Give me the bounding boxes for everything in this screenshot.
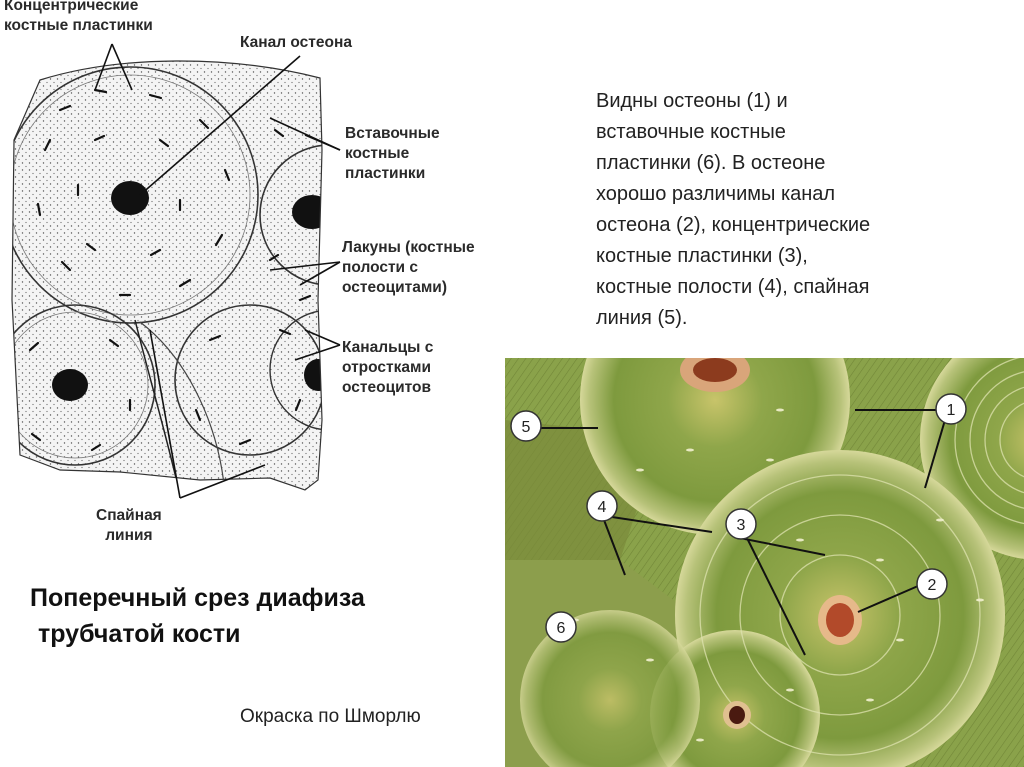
label-cement-line: Спайная линия: [96, 506, 162, 546]
drawing-area: [12, 60, 322, 490]
description-line-4: хорошо различимы канал: [596, 183, 836, 205]
label-interstitial-line-3: пластинки: [345, 165, 426, 182]
slide-title-line-1: Поперечный срез диафиза: [30, 584, 365, 612]
label-osteon-canal: Канал остеона: [240, 34, 352, 51]
description-line-2: вставочные костные: [596, 121, 786, 143]
description-line-3: пластинки (6). В остеоне: [596, 152, 826, 174]
description-line-6: костные пластинки (3),: [596, 245, 808, 267]
label-concentric-lamellae: Концентрические костные пластинки: [4, 0, 153, 36]
label-canaliculi: Канальцы с отростками остеоцитов: [342, 338, 433, 398]
label-canaliculi-line-2: отростками: [342, 359, 431, 376]
label-cement-line-2: линия: [105, 527, 153, 544]
description-line-1: Видны остеоны (1) и: [596, 90, 788, 112]
label-concentric-line-1: Концентрические: [4, 0, 139, 14]
description-line-8: линия (5).: [596, 307, 688, 329]
label-cement-line-1: Спайная: [96, 507, 162, 524]
slide-title: Поперечный срез диафиза трубчатой кости: [30, 580, 365, 652]
label-interstitial-lamellae: Вставочные костные пластинки: [345, 124, 440, 184]
label-canaliculi-line-3: остеоцитов: [342, 379, 432, 396]
label-interstitial-line-2: костные: [345, 145, 410, 162]
label-lacunae: Лакуны (костные полости с остеоцитами): [342, 238, 475, 298]
stain-caption: Окраска по Шморлю: [240, 706, 421, 727]
label-concentric-line-2: костные пластинки: [4, 17, 153, 34]
label-lacunae-line-2: полости с: [342, 259, 419, 276]
label-lacunae-line-1: Лакуны (костные: [342, 239, 475, 256]
description-text: Видны остеоны (1) и вставочные костные п…: [596, 86, 996, 334]
description-line-7: костные полости (4), спайная: [596, 276, 870, 298]
label-interstitial-line-1: Вставочные: [345, 125, 440, 142]
slide-title-line-2: трубчатой кости: [38, 620, 241, 648]
label-lacunae-line-3: остеоцитами): [342, 279, 447, 296]
label-canaliculi-line-1: Канальцы с: [342, 339, 434, 356]
description-line-5: остеона (2), концентрические: [596, 214, 871, 236]
